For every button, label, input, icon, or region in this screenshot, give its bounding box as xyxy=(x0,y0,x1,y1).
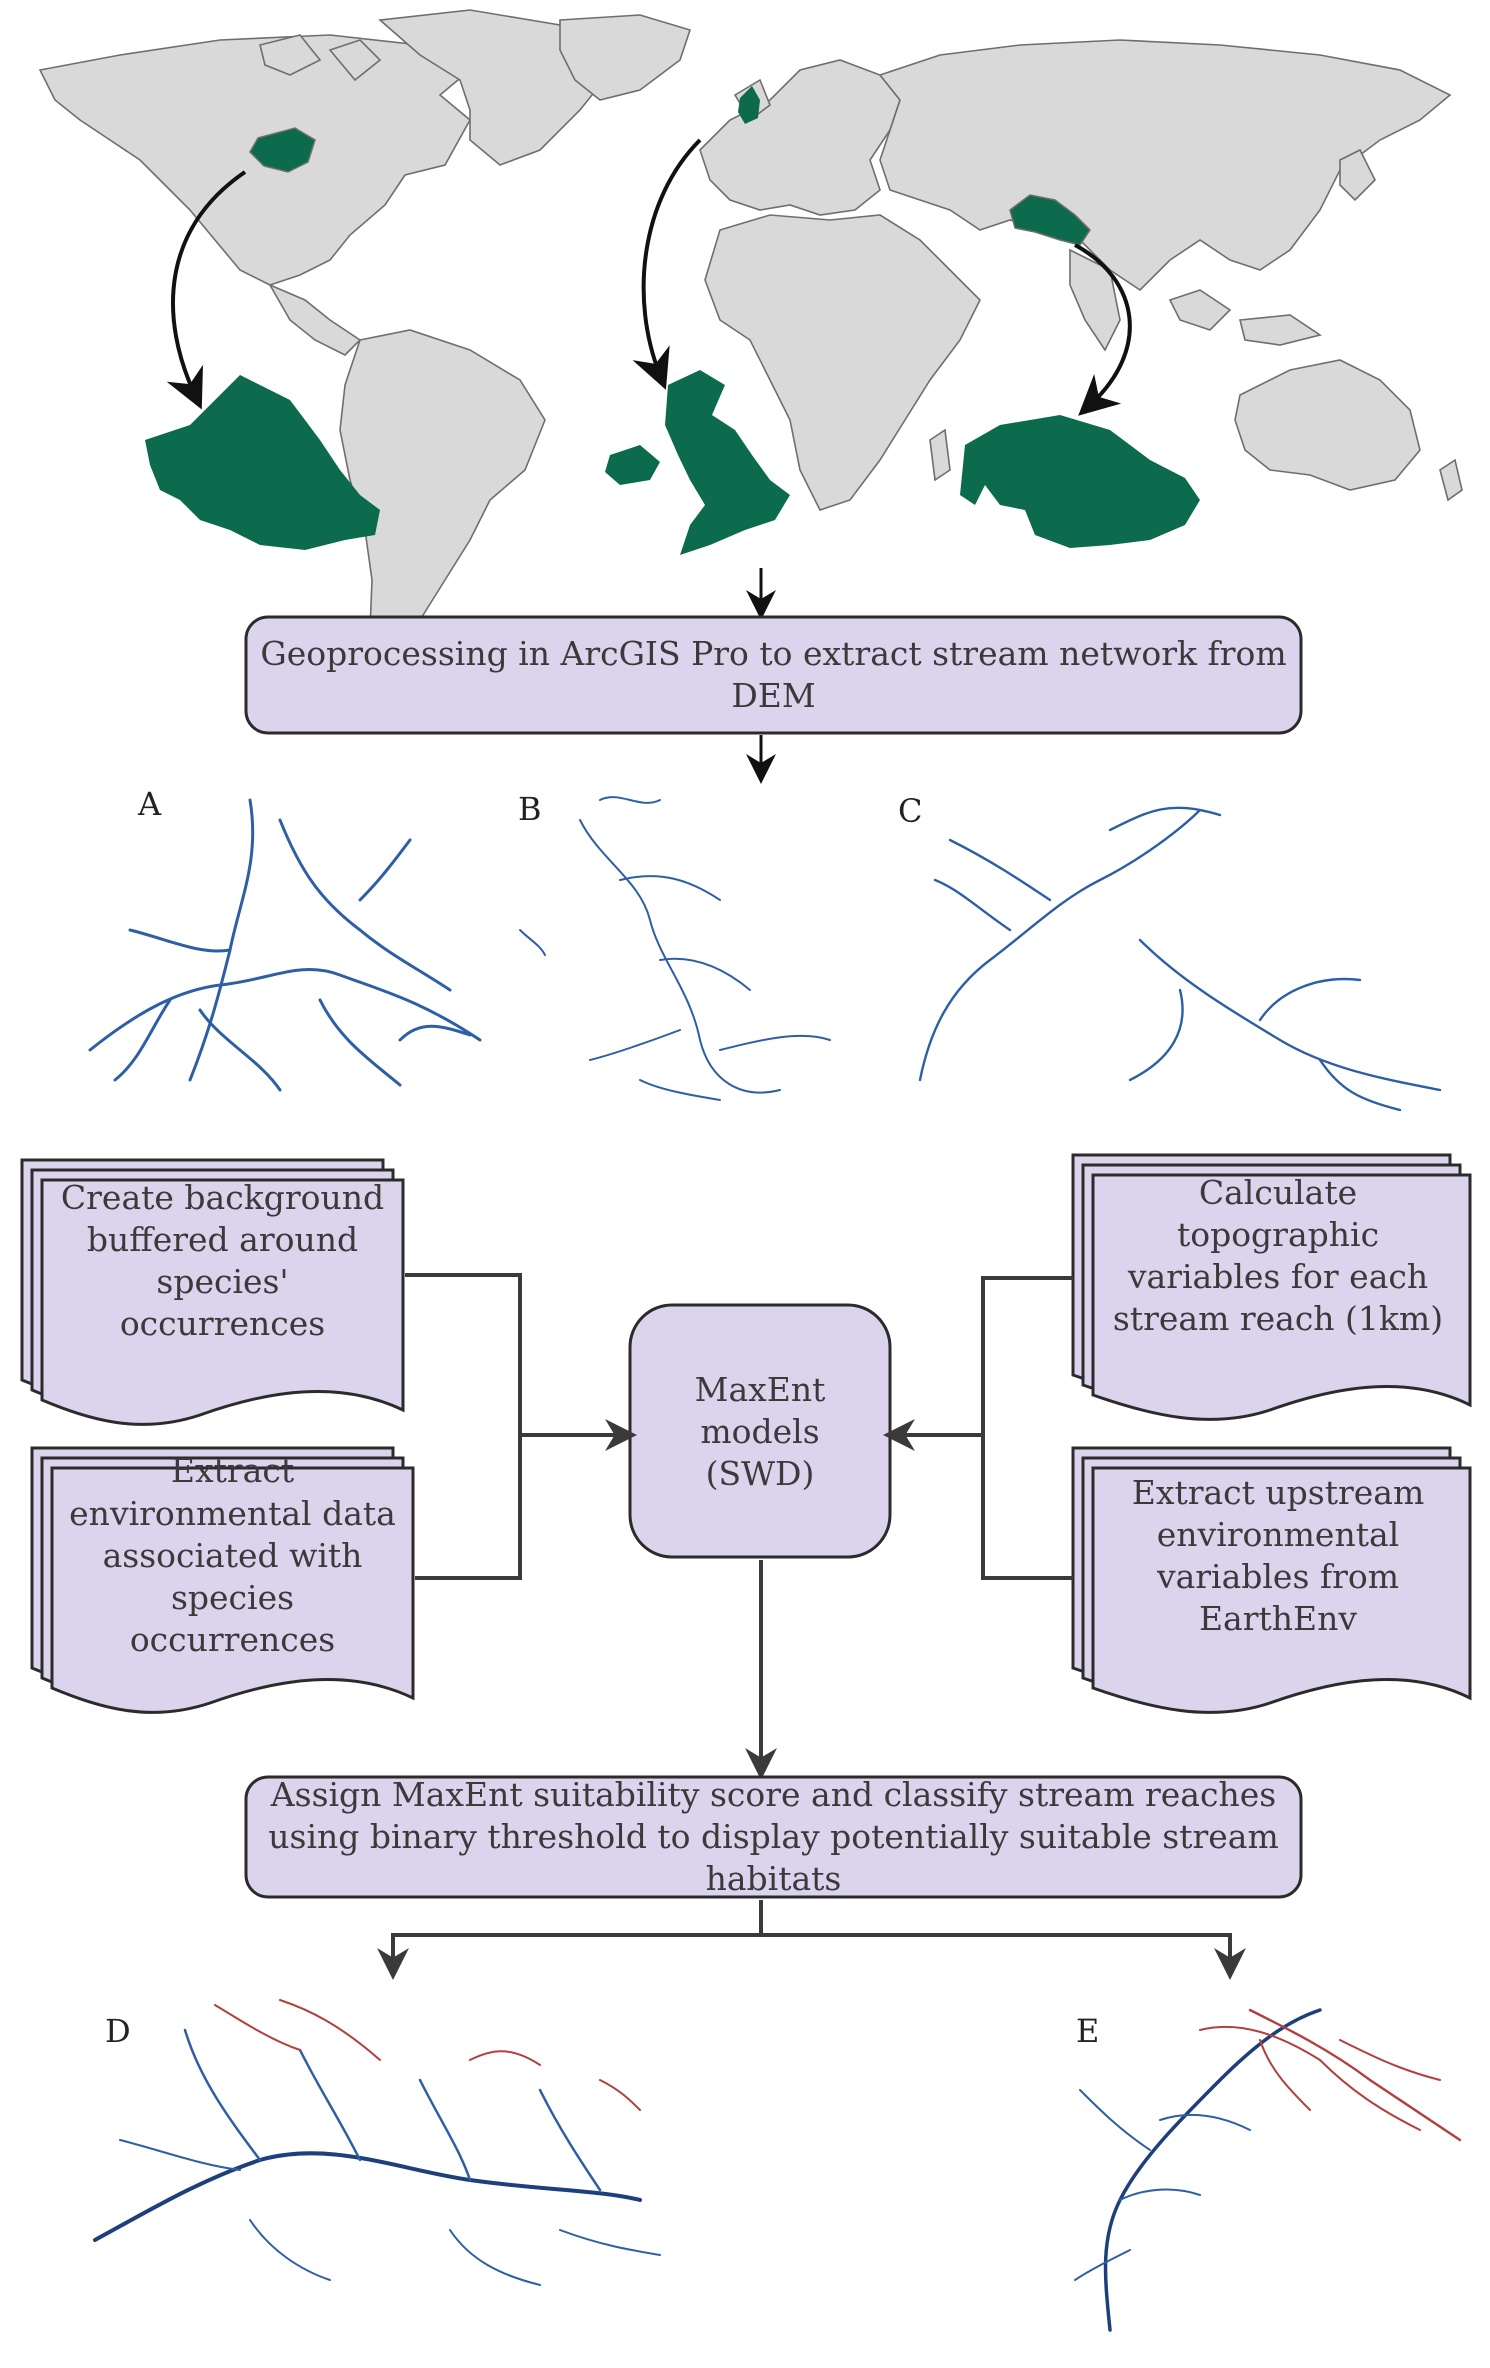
background-step-text: Create background buffered around specie… xyxy=(60,1177,385,1344)
stream-output-d xyxy=(93,1999,661,2286)
himalaya-region-icon xyxy=(1009,194,1091,246)
connector-upstream xyxy=(981,1435,1073,1580)
panel-label-c: C xyxy=(898,792,923,830)
panel-label-d: D xyxy=(105,2012,131,2050)
assign-box xyxy=(244,1775,1303,1899)
panel-label-e: E xyxy=(1076,2012,1100,2050)
background-doc-stack xyxy=(20,1158,405,1426)
connector-split xyxy=(377,1900,763,1980)
arrow-uk-to-region xyxy=(632,138,702,390)
region-asia-enlarged xyxy=(960,415,1200,548)
pacific-northwest-region-icon xyxy=(249,127,316,173)
geoprocessing-step-text: Geoprocessing in ArcGIS Pro to extract s… xyxy=(260,633,1287,715)
assign-step-text: Assign MaxEnt suitability score and clas… xyxy=(268,1774,1279,1899)
connector-topographic xyxy=(981,1276,1073,1435)
upstream-step-text: Extract upstream environmental variables… xyxy=(1131,1472,1425,1639)
region-na-enlarged xyxy=(145,375,380,550)
arrow-asia-to-region xyxy=(1074,243,1132,416)
geoprocessing-box xyxy=(244,615,1303,735)
world-map-icon xyxy=(38,9,1463,702)
extract-env-step-text: Extract environmental data associated wi… xyxy=(69,1451,396,1659)
panel-label-a: A xyxy=(138,785,162,823)
stream-network-b xyxy=(519,796,831,1101)
connector-background xyxy=(405,1273,522,1435)
topographic-step-text: Calculate topographic variables for each… xyxy=(1112,1172,1444,1339)
upstream-doc-stack xyxy=(1071,1446,1472,1714)
connector-extract xyxy=(415,1435,522,1580)
panel-label-b: B xyxy=(518,790,542,828)
arrow-na-to-region xyxy=(166,170,247,410)
stream-network-a xyxy=(88,798,482,1092)
great-britain-region-icon xyxy=(738,86,760,124)
connector-split-right xyxy=(761,1933,1246,1980)
stream-output-e xyxy=(1074,2008,1462,2332)
stream-network-c xyxy=(918,806,1442,1112)
topographic-doc-stack xyxy=(1071,1153,1472,1421)
region-uk-enlarged xyxy=(605,370,790,555)
maxent-step-text: MaxEnt models (SWD) xyxy=(694,1369,826,1494)
extract-doc-stack xyxy=(30,1446,415,1714)
